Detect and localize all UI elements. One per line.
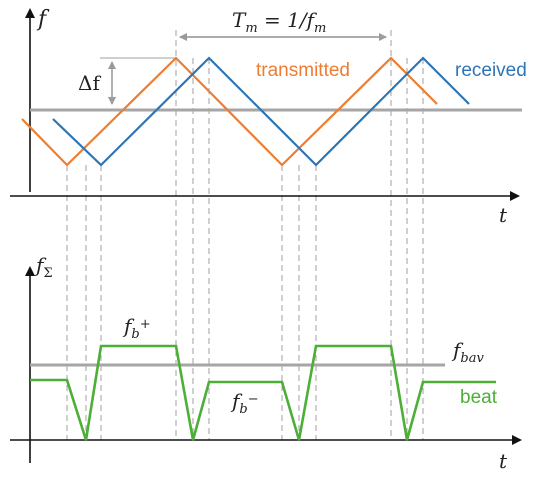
bottom-y-axis-label: fΣ xyxy=(34,253,53,281)
received-label: received xyxy=(455,60,527,81)
transmitted-label: transmitted xyxy=(256,60,350,81)
top-plot: f t Δf Tm = 1/fm transmitted received xyxy=(10,7,527,227)
top-y-axis-label: f xyxy=(36,7,50,32)
fbav-label: fbav xyxy=(451,338,484,366)
received-signal xyxy=(52,56,470,167)
bottom-x-axis-label: t xyxy=(499,449,508,473)
beat-signal xyxy=(30,344,496,441)
transmitted-signal xyxy=(21,56,438,167)
dashed-guides xyxy=(66,30,424,440)
fb-minus-label: fb− xyxy=(230,389,259,417)
delta-f-label: Δf xyxy=(78,71,101,95)
bottom-plot: fΣ t fb+ fb− fbav beat xyxy=(10,253,522,473)
beat-label: beat xyxy=(460,387,498,408)
fb-plus-label: fb+ xyxy=(122,314,151,342)
top-x-axis-label: t xyxy=(499,203,508,227)
period-label: Tm = 1/fm xyxy=(232,8,326,36)
